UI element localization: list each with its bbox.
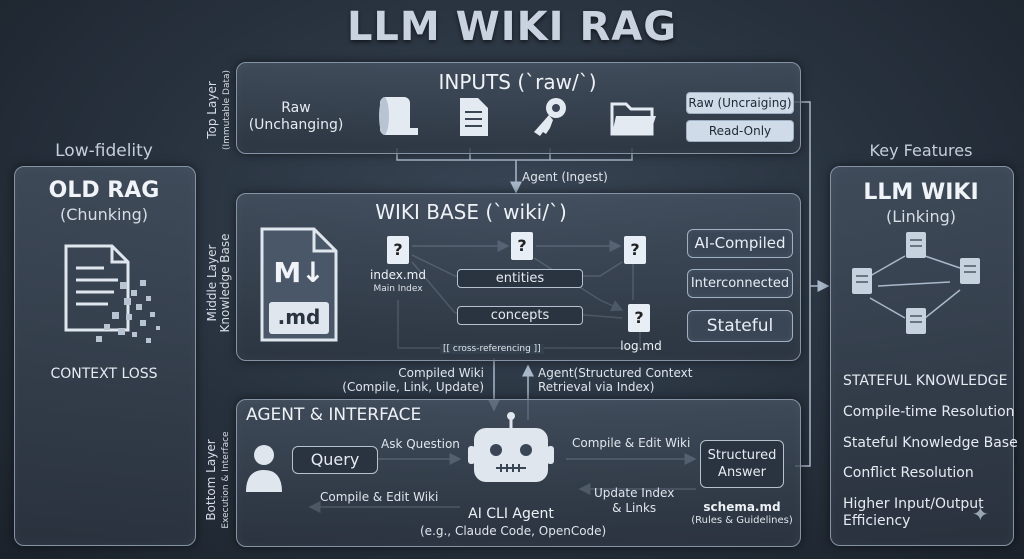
wiki-base-title: WIKI BASE (`wiki/`) bbox=[375, 200, 567, 224]
compile-edit-left-label: Compile & Edit Wiki bbox=[320, 490, 439, 504]
agent-name: AI CLI Agent bbox=[468, 506, 554, 522]
old-rag-subtitle: (Chunking) bbox=[59, 205, 149, 224]
markdown-extension: .md bbox=[277, 305, 321, 329]
agent-interface-title: AGENT & INTERFACE bbox=[246, 405, 422, 425]
llm-wiki-title: LLM WIKI bbox=[863, 180, 979, 205]
folder-icon bbox=[610, 102, 656, 136]
wiki-doc-icon bbox=[624, 236, 646, 264]
right-caption: Key Features bbox=[869, 141, 973, 160]
feature-item: STATEFUL KNOWLEDGE bbox=[843, 373, 1008, 389]
schema-label: schema.md bbox=[703, 500, 781, 514]
old-rag-panel bbox=[14, 166, 196, 546]
key-icon bbox=[534, 98, 566, 136]
log-label: log.md bbox=[620, 339, 662, 353]
concepts-node: concepts bbox=[457, 306, 583, 325]
interconnected-tag: Interconnected bbox=[687, 269, 793, 298]
read-only-tag: Read-Only bbox=[686, 120, 794, 142]
raw-tag: Raw (Uncraiging) bbox=[686, 92, 794, 114]
index-doc-icon bbox=[387, 236, 409, 264]
feature-item: Higher Input/Output bbox=[843, 496, 984, 512]
schema-sub-label: (Rules & Guidelines) bbox=[691, 515, 793, 526]
document-icon bbox=[460, 98, 488, 136]
feature-item: Stateful Knowledge Base bbox=[843, 435, 1018, 451]
context-loss-label: CONTEXT LOSS bbox=[50, 366, 158, 382]
old-rag-title: OLD RAG bbox=[48, 178, 160, 203]
scroll-icon bbox=[379, 97, 418, 135]
stateful-tag: Stateful bbox=[687, 310, 793, 342]
feature-item: Efficiency bbox=[843, 513, 911, 529]
cross-referencing-label: [[ cross-referencing ]] bbox=[440, 344, 544, 354]
llm-wiki-panel bbox=[830, 166, 1014, 546]
ai-compiled-tag: AI-Compiled bbox=[687, 229, 793, 258]
compile-edit-right-label: Compile & Edit Wiki bbox=[572, 436, 691, 450]
entities-node: entities bbox=[457, 269, 583, 288]
log-doc-icon bbox=[628, 304, 650, 332]
feature-item: Conflict Resolution bbox=[843, 465, 974, 481]
agent-examples: (e.g., Claude Code, OpenCode) bbox=[420, 524, 607, 538]
inputs-title: INPUTS (`raw/`) bbox=[438, 70, 597, 94]
feature-item: Compile-time Resolution bbox=[843, 404, 1015, 420]
index-sub-label: Main Index bbox=[373, 284, 423, 294]
ingest-label: Agent (Ingest) bbox=[522, 170, 608, 184]
wiki-doc-icon bbox=[511, 232, 533, 260]
compiled-wiki-label: Compiled Wiki(Compile, Link, Update) bbox=[342, 366, 484, 394]
index-label: index.md bbox=[370, 268, 426, 282]
markdown-badge: M↓ bbox=[273, 256, 325, 289]
update-index-label: Update Index& Links bbox=[594, 486, 675, 515]
llm-wiki-subtitle: (Linking) bbox=[886, 207, 956, 226]
main-title: LLM WIKI RAG bbox=[346, 4, 678, 50]
sparkle-icon: ✦ bbox=[972, 502, 989, 526]
ask-question-label: Ask Question bbox=[381, 437, 460, 451]
query-box: Query bbox=[292, 446, 378, 474]
raw-label: Raw(Unchanging) bbox=[248, 100, 344, 133]
left-caption: Low-fidelity bbox=[55, 141, 153, 161]
